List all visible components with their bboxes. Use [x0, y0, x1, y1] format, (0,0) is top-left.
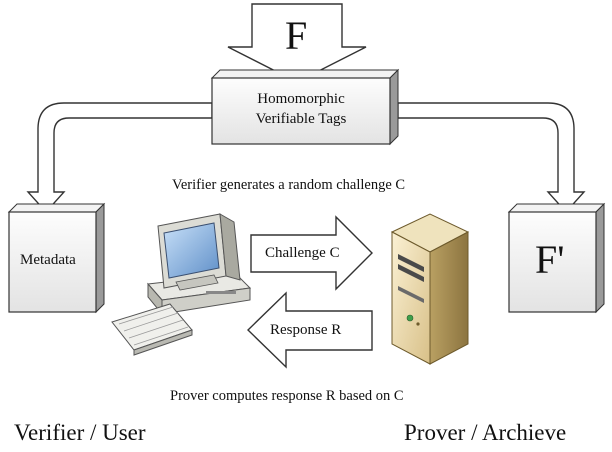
- server-icon: [390, 213, 470, 365]
- input-file-label: F: [285, 13, 308, 58]
- input-arrow: [227, 3, 367, 83]
- challenge-caption: Verifier generates a random challenge C: [172, 177, 406, 193]
- tags-title-line2: Verifiable Tags: [255, 111, 347, 127]
- verifier-label: Verifier / User: [14, 420, 146, 445]
- prover-label: Prover / Archieve: [404, 420, 567, 445]
- response-caption: Prover computes response R based on C: [170, 388, 404, 404]
- metadata-box: [7, 202, 106, 314]
- prover-file-box: [507, 202, 606, 314]
- tags-to-metadata-arrow: [26, 102, 213, 214]
- response-arrow: [246, 291, 373, 369]
- challenge-label: Challenge C: [265, 245, 340, 261]
- prover-file-label: F': [535, 237, 565, 282]
- tags-box: [210, 68, 400, 146]
- computer-icon: [111, 213, 252, 356]
- challenge-arrow: [250, 215, 373, 291]
- metadata-label: Metadata: [20, 252, 76, 268]
- tags-to-prover-file-arrow: [397, 102, 586, 214]
- tags-title-line1: Homomorphic: [257, 91, 345, 107]
- response-label: Response R: [270, 322, 342, 338]
